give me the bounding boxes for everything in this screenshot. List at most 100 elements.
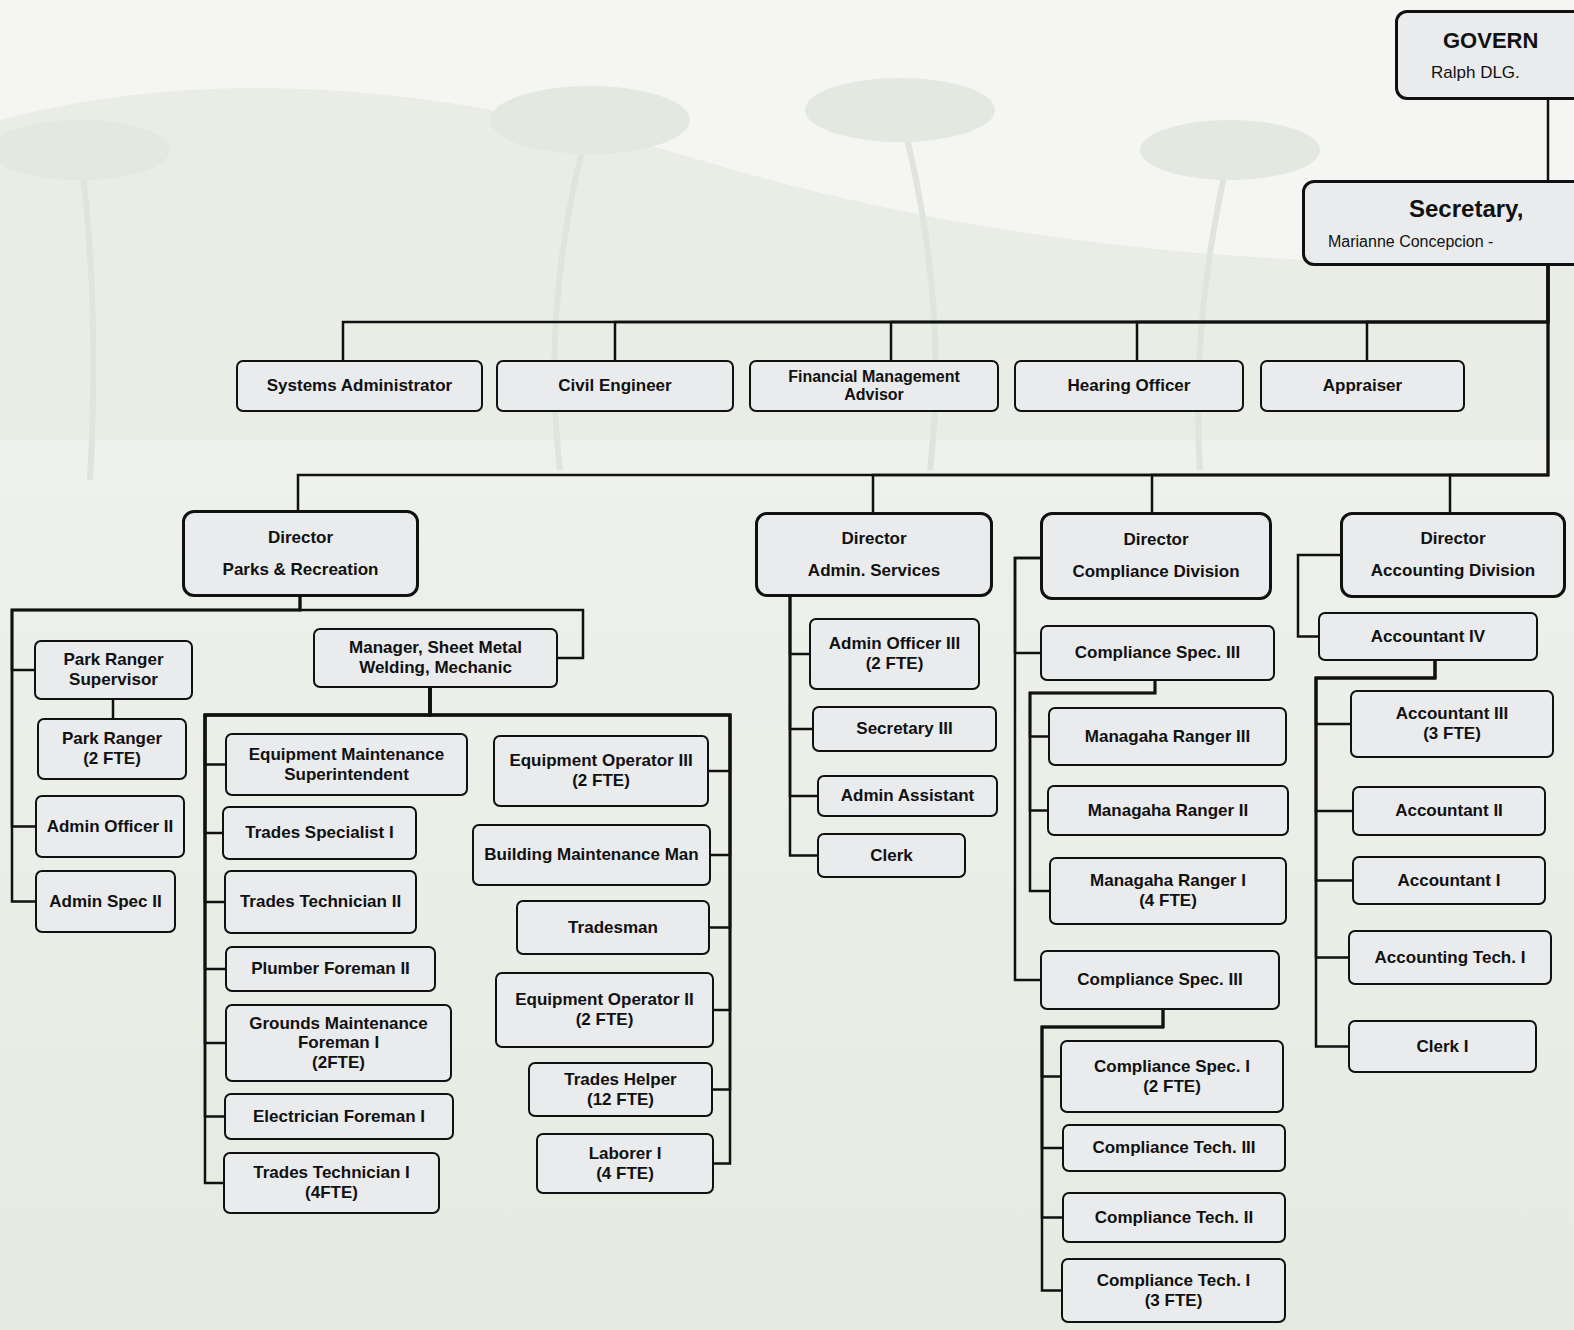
connector-line [298,266,1548,510]
org-box: Tradesman [516,900,710,955]
box-label: Clerk I [1417,1037,1469,1057]
org-box: Park Ranger(2 FTE) [37,718,187,780]
connector-line [790,597,809,654]
box-label: (4 FTE) [596,1164,654,1184]
org-box: Compliance Tech. III [1062,1124,1286,1172]
org-box: Plumber Foreman II [225,946,436,992]
box-label: Park Ranger Supervisor [42,650,185,689]
box-label: Director [1420,529,1485,549]
box-label: Managaha Ranger II [1088,801,1249,821]
box-label: Managaha Ranger I [1090,871,1246,891]
connector-line [891,266,1548,360]
box-label: Marianne Concepcion - [1328,233,1493,251]
box-label: (2 FTE) [83,749,141,769]
lawn [0,440,1574,1330]
box-label: Trades Helper [564,1070,676,1090]
org-box: DirectorParks & Recreation [182,510,419,597]
org-box: Building Maintenance Man [472,824,711,886]
org-box: Financial Management Advisor [749,360,999,412]
box-label: Laborer I [589,1144,662,1164]
org-box: DirectorAdmin. Services [755,512,993,597]
connector-line [1547,100,1550,180]
connector-line [1367,266,1548,360]
org-box: Civil Engineer [496,360,734,412]
box-label: Director [268,528,333,548]
org-box: Admin Spec II [35,870,176,933]
box-label: Secretary, [1409,195,1523,223]
org-box: Systems Administrator [236,360,483,412]
box-label: Clerk [870,846,913,866]
box-label: Accountant II [1395,801,1503,821]
palm-fronds [0,78,1320,180]
org-box: Manager, Sheet Metal Welding, Mechanic [313,628,558,688]
box-label: Ralph DLG. [1431,63,1520,83]
org-box: Clerk [817,833,966,878]
connector-line [1015,558,1040,980]
box-label: Secretary III [856,719,952,739]
org-box: Managaha Ranger I(4 FTE) [1049,857,1287,925]
box-label: Appraiser [1323,376,1402,396]
box-label: (2 FTE) [866,654,924,674]
org-box: Trades Technician II [224,870,417,934]
box-label: Equipment Operator II [515,990,694,1010]
box-label: (2 FTE) [1143,1077,1201,1097]
org-box: Accountant II [1352,786,1546,836]
org-box: Trades Technician I(4FTE) [223,1152,440,1214]
org-box: Accounting Tech. I [1348,930,1552,985]
box-label: GOVERN [1443,28,1538,53]
org-box: DirectorCompliance Division [1040,512,1272,600]
box-label: (4 FTE) [1139,891,1197,911]
box-label: Manager, Sheet Metal Welding, Mechanic [321,638,550,677]
connector-line [615,266,1548,360]
box-label: Accountant I [1398,871,1501,891]
org-box: Accountant I [1352,856,1546,905]
box-label: Accounting Tech. I [1375,948,1526,968]
box-label: Plumber Foreman II [251,959,410,979]
connector-line [430,688,730,771]
box-label: (3 FTE) [1145,1291,1203,1311]
org-box: GOVERN Ralph DLG. [1395,10,1574,100]
box-label: Park Ranger [62,729,162,749]
box-label: Trades Technician I [253,1163,410,1183]
org-box: Accountant III(3 FTE) [1350,690,1554,758]
org-box: Equipment Operator III(2 FTE) [493,735,709,807]
box-label: Tradesman [568,918,658,938]
org-box: Admin Assistant [817,775,998,817]
org-box: Electrician Foreman I [224,1093,454,1140]
org-box: Accountant IV [1318,612,1538,661]
connector-line [205,688,430,969]
org-box: Park Ranger Supervisor [34,640,193,700]
box-label: Civil Engineer [558,376,671,396]
org-box: Compliance Spec. I(2 FTE) [1060,1040,1284,1113]
box-label: Compliance Division [1072,562,1239,582]
box-label: Admin Spec II [49,892,161,912]
org-box: Trades Specialist I [222,806,417,860]
org-box: Hearing Officer [1014,360,1244,412]
connector-line [1137,266,1548,360]
connector-line [430,688,730,1090]
box-label: Admin. Services [808,561,940,581]
org-box: Compliance Spec. III [1040,950,1280,1010]
box-label: Trades Technician II [240,892,401,912]
box-label: Hearing Officer [1068,376,1191,396]
org-box: Secretary, Marianne Concepcion - [1302,180,1574,266]
box-label: Admin Officer III [829,634,960,654]
org-box: Trades Helper(12 FTE) [528,1062,713,1117]
org-box: Compliance Tech. I(3 FTE) [1061,1258,1286,1323]
box-label: Director [1123,530,1188,550]
org-box: Secretary III [812,706,997,752]
box-label: Equipment Operator III [509,751,692,771]
box-label: Accountant IV [1371,627,1485,647]
box-label: (4FTE) [305,1183,358,1203]
box-label: (2 FTE) [576,1010,634,1030]
org-box: Equipment Maintenance Superintendent [225,733,468,796]
box-label: Parks & Recreation [223,560,379,580]
box-label: (3 FTE) [1423,724,1481,744]
connector-line [343,266,1548,360]
org-box: Clerk I [1348,1020,1537,1073]
box-label: (12 FTE) [587,1090,654,1110]
org-box: Laborer I(4 FTE) [536,1133,714,1194]
box-label: Grounds Maintenance Foreman I [233,1014,444,1053]
box-label: Equipment Maintenance Superintendent [233,745,460,784]
